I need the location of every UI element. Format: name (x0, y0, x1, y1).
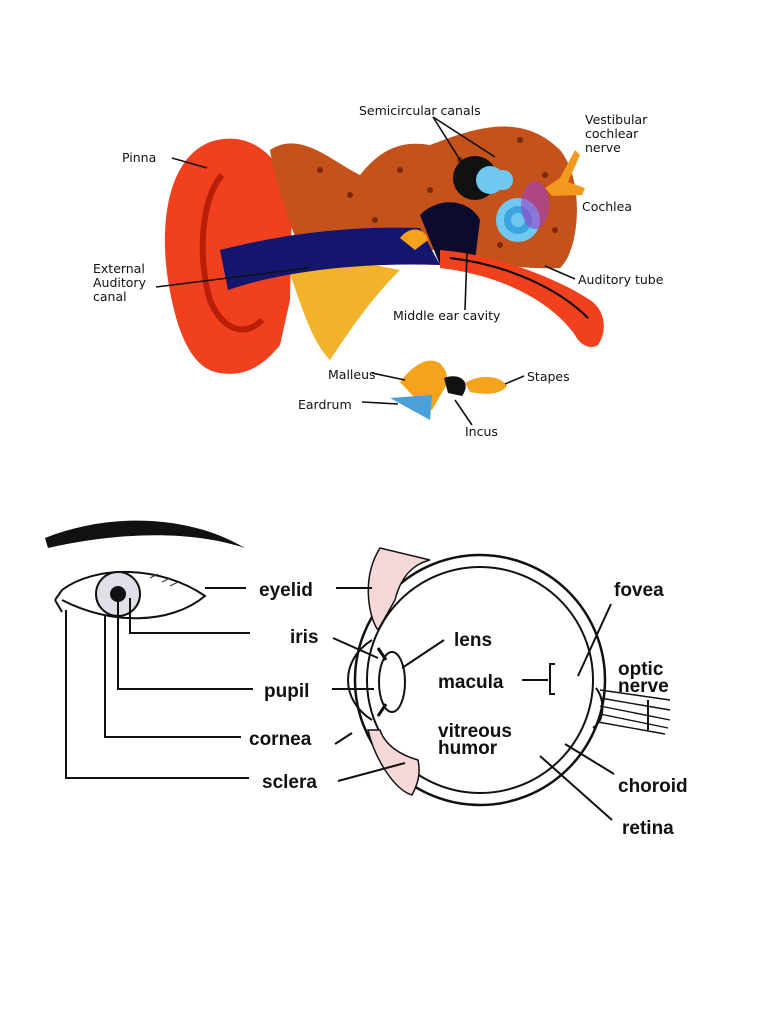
cartilage-lower (285, 250, 400, 360)
label-vitreous-1: vitreous (438, 721, 512, 742)
ear-labels: Semicircular canals Vestibular cochlear … (93, 103, 664, 439)
label-fovea: fovea (614, 580, 664, 601)
label-incus: Incus (465, 424, 498, 439)
lower-eyelid (367, 729, 420, 796)
optic-nerve-shape (597, 689, 671, 735)
macula-bracket (549, 663, 555, 695)
eyeball-inner (366, 566, 594, 794)
lens-shape (378, 651, 406, 713)
label-pupil: pupil (264, 681, 309, 702)
upper-eyelid (367, 547, 431, 632)
vestibular-nerve-shape (545, 150, 585, 196)
ear-diagram (164, 126, 604, 420)
middle-ear-cavity-shape (420, 202, 480, 265)
eye-leader-lines (65, 587, 649, 821)
auditory-tube-shape (440, 250, 604, 347)
label-sclera: sclera (262, 772, 317, 793)
label-auditory-tube: Auditory tube (578, 272, 664, 287)
inner-ear (453, 156, 549, 242)
label-stapes: Stapes (527, 369, 570, 384)
label-vestibular-1: Vestibular (585, 112, 648, 127)
label-eardrum: Eardrum (298, 397, 352, 412)
label-vitreous-2: humor (438, 738, 498, 759)
label-iris: iris (290, 627, 319, 648)
label-eyelid: eyelid (259, 580, 313, 601)
auditory-canal (220, 227, 440, 290)
eye-labels: eyelid iris pupil cornea sclera lens mac… (249, 580, 688, 839)
label-external-2: Auditory (93, 275, 147, 290)
eyebrow-shape (45, 520, 245, 548)
label-macula: macula (438, 672, 504, 693)
ossicles-detail (390, 360, 507, 420)
pinna-inner-fold (199, 173, 265, 333)
label-cochlea: Cochlea (582, 199, 632, 214)
front-eye-outline (61, 570, 207, 620)
label-semicircular-canals: Semicircular canals (359, 103, 481, 118)
ear-leader-lines (155, 116, 576, 426)
eyeball-outer (353, 553, 607, 807)
label-pinna: Pinna (122, 150, 156, 165)
label-malleus: Malleus (328, 367, 376, 382)
label-middle-ear-cavity: Middle ear cavity (393, 308, 501, 323)
cornea-shape (347, 639, 373, 721)
label-cornea: cornea (249, 729, 312, 750)
label-optic-2: nerve (618, 676, 669, 697)
label-optic-1: optic (618, 659, 664, 680)
label-vestibular-3: nerve (585, 140, 621, 155)
front-eye-pupil (110, 586, 126, 602)
label-vestibular-2: cochlear (585, 126, 639, 141)
label-external-3: canal (93, 289, 127, 304)
eye-diagram (45, 520, 671, 807)
label-lens: lens (454, 630, 492, 651)
label-choroid: choroid (618, 776, 688, 797)
label-external-1: External (93, 261, 145, 276)
label-retina: retina (622, 818, 674, 839)
